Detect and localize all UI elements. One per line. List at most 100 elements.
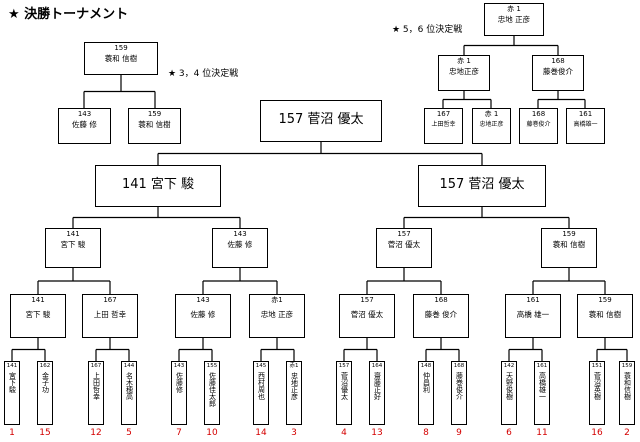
entrant-number: 151 xyxy=(591,363,603,369)
seed-number: 12 xyxy=(90,428,102,438)
entrant-name: 藤巻俊介 xyxy=(543,67,573,76)
entrant-number: 159 xyxy=(562,230,576,238)
seed-number: 16 xyxy=(591,428,603,438)
entrant-number: 143 xyxy=(196,296,210,304)
entrant-number: 148 xyxy=(420,363,432,369)
round16-box: 141 宮下 駿 xyxy=(10,294,66,338)
entrant-number: 141 xyxy=(31,296,45,304)
fifth-place-note: ★ 5，6 位決定戦 xyxy=(392,25,463,35)
entrant-number: 161 xyxy=(536,363,548,369)
round16-box: 161 高橋 雄一 xyxy=(505,294,561,338)
entrant-name: 佐藤 修 xyxy=(72,120,97,129)
entrant-number: 161 xyxy=(578,110,593,118)
entrant-name: 蓑和信樹 xyxy=(623,372,632,400)
entrant-number: 167 xyxy=(436,110,451,118)
entrant-number: 145 xyxy=(255,363,267,369)
entrant-name: 佐藤佳太郎 xyxy=(208,372,217,407)
entrant-number: 赤 1 xyxy=(457,57,471,65)
entrant-number: 159 xyxy=(147,110,162,118)
seed-number: 13 xyxy=(371,428,383,438)
entrant-name: 佐藤修 xyxy=(175,372,184,393)
entrant-number: 141 xyxy=(66,230,80,238)
semi-right-name: 157 菅沼 優太 xyxy=(439,177,525,192)
entrant-name: 蓑和 信樹 xyxy=(104,54,138,63)
quarterfinal-box: 143 佐藤 修 xyxy=(212,228,268,268)
entrant-name: 菅沼優太 xyxy=(340,372,349,400)
entrant-name: 名木穂高 xyxy=(125,372,134,400)
entrant-name: 上田哲幸 xyxy=(92,372,101,400)
page-title: ★ 決勝トーナメント xyxy=(8,7,129,22)
entrant-box: 142 天野俊樹 xyxy=(501,361,517,425)
fifth-place-right-box: 168 藤巻俊介 xyxy=(532,55,584,91)
entrant-name: 蓑和 信樹 xyxy=(588,310,622,319)
entrant-name: 金子功 xyxy=(41,372,50,393)
entrant-number: 赤 1 xyxy=(507,5,521,13)
seed-number: 1 xyxy=(9,428,15,438)
semi-left-name: 141 宮下 駿 xyxy=(121,177,195,192)
round16-box: 赤1 忠地 正彦 xyxy=(249,294,305,338)
entrant-name: 忠地正彦 xyxy=(290,372,299,400)
entrant-number: 144 xyxy=(123,363,135,369)
entrant-name: 菅沼 優太 xyxy=(350,310,384,319)
final-champion-box: 157 菅沼 優太 xyxy=(260,100,382,142)
seed-number: 6 xyxy=(506,428,512,438)
quarterfinal-box: 141 宮下 駿 xyxy=(45,228,101,268)
entrant-name: 佐藤 修 xyxy=(190,310,216,319)
seed-number: 10 xyxy=(206,428,218,438)
third-place-note: ★ 3，4 位決定戦 xyxy=(168,69,239,79)
entrant-name: 佐藤 修 xyxy=(227,240,253,249)
fifth-place-winner-box: 赤 1 忠地 正彦 xyxy=(484,3,544,36)
entrant-box: 141 宮下駿 xyxy=(4,361,20,425)
entrant-number: 142 xyxy=(503,363,515,369)
entrant-number: 164 xyxy=(371,363,383,369)
entrant-name: 宮下駿 xyxy=(8,372,17,393)
seed-number: 8 xyxy=(423,428,429,438)
entrant-name: 天野俊樹 xyxy=(505,372,514,400)
final-champion-name: 157 菅沼 優太 xyxy=(278,112,364,127)
semi-right-box: 157 菅沼 優太 xyxy=(418,165,546,207)
entrant-number: 赤 1 xyxy=(484,110,499,118)
seed-number: 14 xyxy=(255,428,267,438)
entrant-name: 蓑和 信樹 xyxy=(552,240,586,249)
quarterfinal-box: 159 蓑和 信樹 xyxy=(541,228,597,268)
quarterfinal-box: 157 菅沼 優太 xyxy=(376,228,432,268)
entrant-name: 忠地 正彦 xyxy=(260,310,294,319)
entrant-box: 155 佐藤佳太郎 xyxy=(204,361,220,425)
entrant-box: 167 上田哲幸 xyxy=(88,361,104,425)
fifth-place-box: 161 高橋雄一 xyxy=(566,108,605,144)
seed-number: 2 xyxy=(624,428,630,438)
entrant-number: 167 xyxy=(90,363,102,369)
seed-number: 9 xyxy=(456,428,462,438)
entrant-name: 忠地 正彦 xyxy=(497,15,531,24)
entrant-number: 168 xyxy=(531,110,546,118)
entrant-number: 168 xyxy=(551,57,565,65)
entrant-number: 赤1 xyxy=(271,296,283,304)
entrant-number: 168 xyxy=(453,363,465,369)
entrant-number: 157 xyxy=(360,296,374,304)
entrant-number: 155 xyxy=(206,363,218,369)
round16-box: 157 菅沼 優太 xyxy=(339,294,395,338)
round16-box: 159 蓑和 信樹 xyxy=(577,294,633,338)
third-place-winner-box: 159 蓑和 信樹 xyxy=(84,42,158,75)
entrant-number: 141 xyxy=(6,363,18,369)
entrant-number: 143 xyxy=(77,110,92,118)
entrant-number: 157 xyxy=(397,230,411,238)
entrant-number: 159 xyxy=(114,44,128,52)
entrant-name: 上田哲幸 xyxy=(431,121,456,128)
fifth-place-box: 168 藤巻俊介 xyxy=(519,108,558,144)
fifth-place-box: 赤 1 忠地正彦 xyxy=(472,108,511,144)
semi-left-box: 141 宮下 駿 xyxy=(95,165,221,207)
entrant-number: 162 xyxy=(39,363,51,369)
seed-number: 5 xyxy=(126,428,132,438)
entrant-number: 143 xyxy=(233,230,247,238)
seed-number: 4 xyxy=(341,428,347,438)
entrant-number: 159 xyxy=(598,296,612,304)
